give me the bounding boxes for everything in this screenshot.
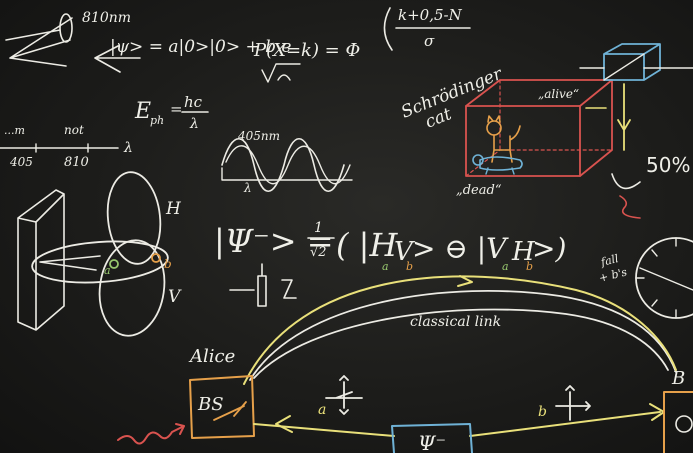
text-axis-405: 405 (9, 155, 33, 169)
right-top-box (579, 43, 693, 151)
text-bell-lhs: |Ψ⁻> = (214, 222, 334, 260)
small-device-sketch (229, 263, 297, 307)
text-dead: „dead“ (456, 183, 502, 198)
yellow-beam (253, 403, 665, 437)
cat-alive-sketch (486, 115, 521, 163)
red-scribble-right (619, 195, 641, 219)
text-bell-rhs: ( |H (336, 226, 398, 264)
text-wave-lambda: λ (243, 181, 252, 195)
text-axis-not: not (64, 123, 84, 137)
red-input-arrow (117, 423, 185, 445)
text-bell-frac-den: √2 (310, 245, 327, 260)
cat-dead-sketch (472, 154, 523, 175)
text-bell-rhs-2: V (394, 237, 415, 267)
classical-link (243, 275, 677, 385)
text-axis-lambda: λ (123, 140, 133, 156)
text-probability: P(X=k) = Φ (253, 40, 360, 61)
text-schrodinger: Schrödinger (398, 64, 505, 123)
text-bell-rhs-4: H (511, 237, 536, 267)
text-bell-rhs-3: > ⊖ |V (412, 232, 509, 265)
polarization-figure-8 (31, 171, 169, 337)
text-axis-810: 810 (64, 155, 89, 170)
text-bell-b1: b (406, 260, 413, 273)
text-equals: = (170, 100, 183, 118)
text-V: V (168, 287, 182, 307)
text-psi-minus: Ψ⁻ (418, 431, 446, 453)
text-beam-b: b (538, 404, 547, 420)
text-photon-energy: E (134, 99, 151, 124)
text-lambda-den: λ (189, 116, 199, 132)
text-right-small-1: fall (599, 252, 621, 269)
text-label-a-left: a (104, 264, 111, 277)
text-beam-a: a (318, 402, 326, 418)
text-bs: BS (197, 394, 224, 415)
text-fraction-top: k+0,5-N (398, 6, 463, 24)
text-bell-a2: a (502, 260, 509, 273)
wave-1 (221, 137, 345, 193)
psi-minus-box (391, 423, 473, 453)
text-axis-left: ...m (4, 124, 25, 137)
text-810nm: 810nm (82, 10, 131, 26)
text-classical-link: classical link (410, 314, 501, 330)
text-label-b-left: b (164, 257, 172, 271)
text-bell-frac-num: 1 (314, 220, 323, 236)
text-bell-b2: b (526, 260, 533, 273)
left-prism (17, 189, 65, 331)
right-arc (611, 173, 641, 190)
right-dial (635, 237, 693, 319)
text-bell-a1: a (382, 260, 389, 273)
text-B-right: B (671, 368, 685, 389)
text-alice: Alice (188, 346, 235, 367)
text-photon-energy-sub: ph (150, 114, 164, 127)
text-wave-405nm: 405nm (237, 129, 280, 143)
bob-box (663, 391, 693, 453)
text-alive: „alive“ (538, 87, 579, 101)
text-top-state: |ψ> = a|0>|0> + b e (110, 37, 291, 57)
bob-polarizer-cross (555, 385, 591, 421)
alice-polarizer-cross (325, 375, 363, 415)
text-50-percent: 50% (646, 153, 690, 177)
text-bell-rhs-5: >) (532, 232, 566, 265)
top-left-cone (5, 13, 141, 73)
text-fraction-bottom: σ (424, 32, 435, 50)
text-H: H (165, 199, 182, 219)
alice-box (189, 375, 255, 439)
text-hc: hc (184, 93, 203, 111)
